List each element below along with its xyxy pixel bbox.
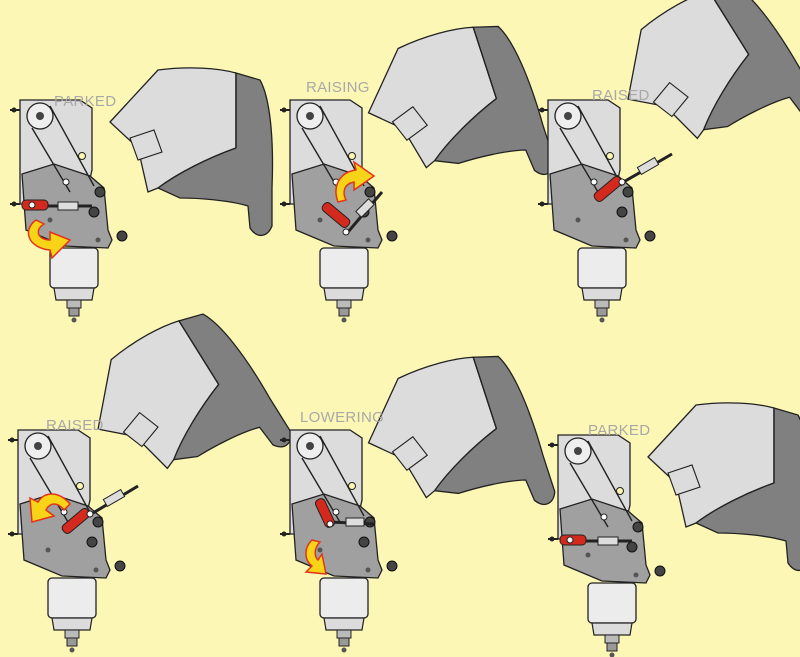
rotation-arrow-icon [29, 493, 72, 523]
panel-label: RAISING [306, 79, 370, 96]
panel-label: PARKED [54, 93, 116, 110]
rotation-arrow-icon [27, 219, 72, 260]
rotation-arrow-icon [335, 160, 376, 203]
panel-lowering: LOWERING [279, 340, 559, 654]
diagram-panels: PARKED RAISING RAISED [7, 0, 800, 657]
panel-raising: RAISING [279, 10, 559, 324]
rotation-arrow-icon [304, 539, 327, 575]
panel-label: RAISED [592, 87, 650, 104]
panel-raised-1: RAISED [537, 0, 800, 324]
panel-parked: PARKED [9, 67, 274, 324]
panel-label: LOWERING [300, 409, 384, 426]
panel-raised-2: RAISED [7, 296, 297, 654]
panel-parked-final: PARKED [547, 402, 800, 657]
panel-label: RAISED [46, 417, 104, 434]
panel-label: PARKED [588, 422, 650, 439]
